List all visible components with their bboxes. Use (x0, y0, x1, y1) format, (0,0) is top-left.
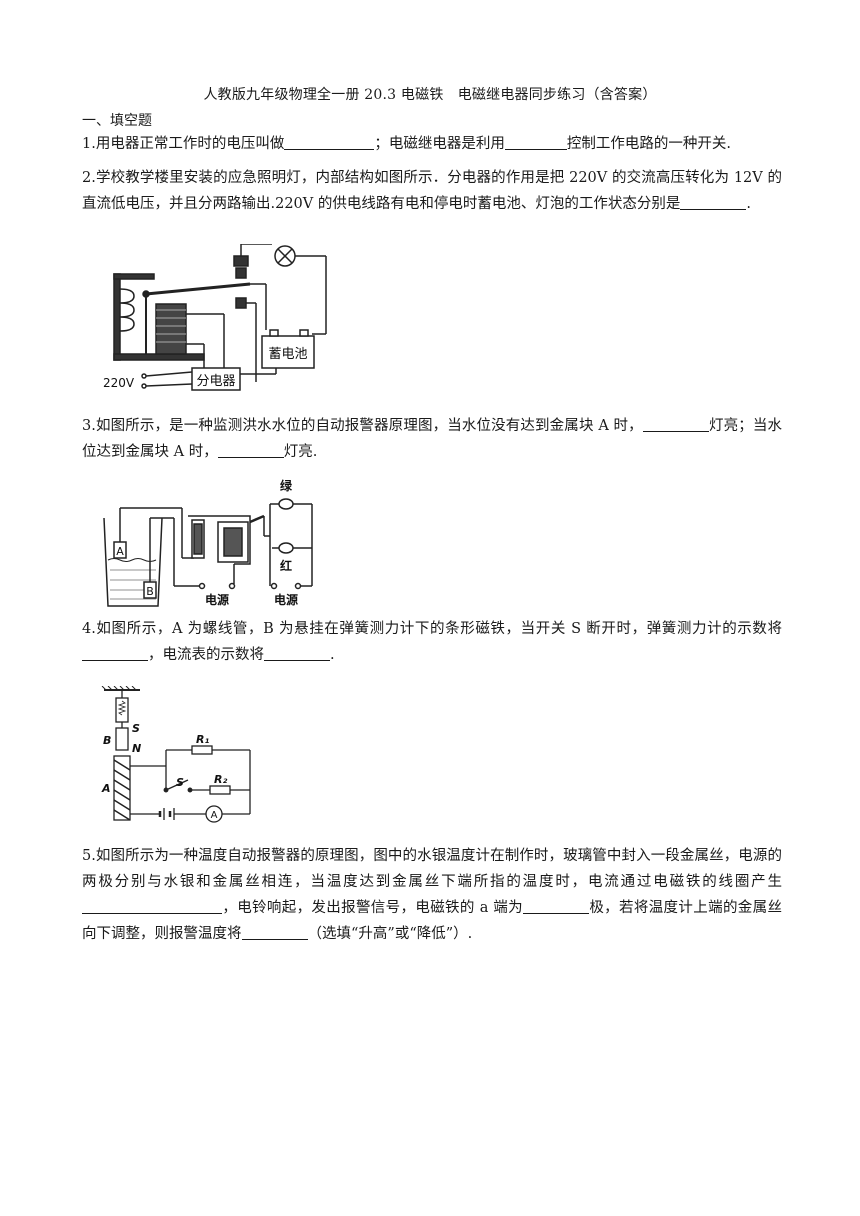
question-1-text: 控制工作电路的一种开关. (566, 136, 731, 152)
power-source-label: 电源 (205, 592, 229, 607)
question-3-text: 灯亮；当水位达到金属块 A 时， (82, 418, 782, 460)
question-5-text: （选填“升高”或“降低”）. (307, 926, 473, 942)
question-1: 1.用电器正常工作时的电压叫做 ；电磁继电器是利用 控制工作电路的一种开关. (82, 131, 782, 157)
question-1-text: 1.用电器正常工作时的电压叫做 (82, 136, 285, 152)
section-heading: 一、填空题 (82, 113, 152, 129)
question-5-text: 极，若将温度计上端的金属丝向下调整，则报警温度将 (82, 900, 782, 942)
resistor-label-r2: R₂ (214, 773, 227, 786)
solenoid-label-a: A (101, 782, 111, 795)
answer-blank[interactable] (264, 644, 330, 661)
question-2-text: 2.学校教学楼里安装的应急照明灯，内部结构如图所示．分电器的作用是把 220V … (82, 170, 782, 212)
resistor-label-r1: R₁ (196, 733, 209, 746)
magnet-label-b: B (103, 734, 111, 747)
distributor-label: 分电器 (196, 374, 235, 389)
question-4-text: ，电流表的示数将 (148, 647, 264, 663)
question-2-text: . (746, 196, 751, 212)
magnet-label-n: N (132, 742, 141, 755)
question-4: 4.如图所示，A 为螺线管，B 为悬挂在弹簧测力计下的条形磁铁，当开关 S 断开… (82, 616, 782, 668)
answer-blank[interactable] (241, 923, 308, 940)
green-lamp-label: 绿 (280, 478, 293, 493)
question-3-text: 灯亮. (283, 444, 318, 460)
figure-emergency-light-circuit: 蓄电池 分电器 220V (100, 244, 340, 394)
battery-label: 蓄电池 (268, 347, 307, 362)
answer-blank[interactable] (82, 644, 148, 661)
question-3: 3.如图所示，是一种监测洪水水位的自动报警器原理图，当水位没有达到金属块 A 时… (82, 413, 782, 465)
question-2: 2.学校教学楼里安装的应急照明灯，内部结构如图所示．分电器的作用是把 220V … (82, 165, 782, 217)
block-a-label: A (116, 545, 124, 558)
question-1-text: ；电磁继电器是利用 (374, 136, 505, 152)
answer-blank[interactable] (82, 897, 222, 914)
question-4-text: . (330, 647, 335, 663)
block-b-label: B (146, 585, 154, 598)
question-4-text: 4.如图所示，A 为螺线管，B 为悬挂在弹簧测力计下的条形磁铁，当开关 S 断开… (82, 621, 782, 637)
question-3-text: 3.如图所示，是一种监测洪水水位的自动报警器原理图，当水位没有达到金属块 A 时… (82, 418, 643, 434)
question-5: 5.如图所示为一种温度自动报警器的原理图，图中的水银温度计在制作时，玻璃管中封入… (82, 843, 782, 947)
voltage-label: 220V (103, 376, 135, 390)
question-5-text: 5.如图所示为一种温度自动报警器的原理图，图中的水银温度计在制作时，玻璃管中封入… (82, 848, 782, 890)
answer-blank[interactable] (284, 133, 375, 150)
ammeter-label: A (211, 810, 218, 821)
red-lamp-label: 红 (280, 558, 292, 573)
answer-blank[interactable] (642, 415, 709, 432)
question-5-text: ，电铃响起，发出报警信号，电磁铁的 a 端为 (222, 900, 523, 916)
answer-blank[interactable] (680, 193, 747, 210)
spring-label-s: S (132, 722, 140, 735)
figure-flood-alarm-circuit: A B 绿 红 电源 电源 (100, 478, 330, 612)
document-title: 人教版九年级物理全一册 20.3 电磁铁 电磁继电器同步练习（含答案） (203, 87, 657, 103)
switch-label-s: S (176, 776, 184, 789)
answer-blank[interactable] (217, 441, 284, 458)
answer-blank[interactable] (504, 133, 567, 150)
figure-solenoid-circuit: S B N A S R₁ R₂ A (100, 686, 260, 828)
answer-blank[interactable] (522, 897, 589, 914)
power-source-label: 电源 (274, 592, 298, 607)
